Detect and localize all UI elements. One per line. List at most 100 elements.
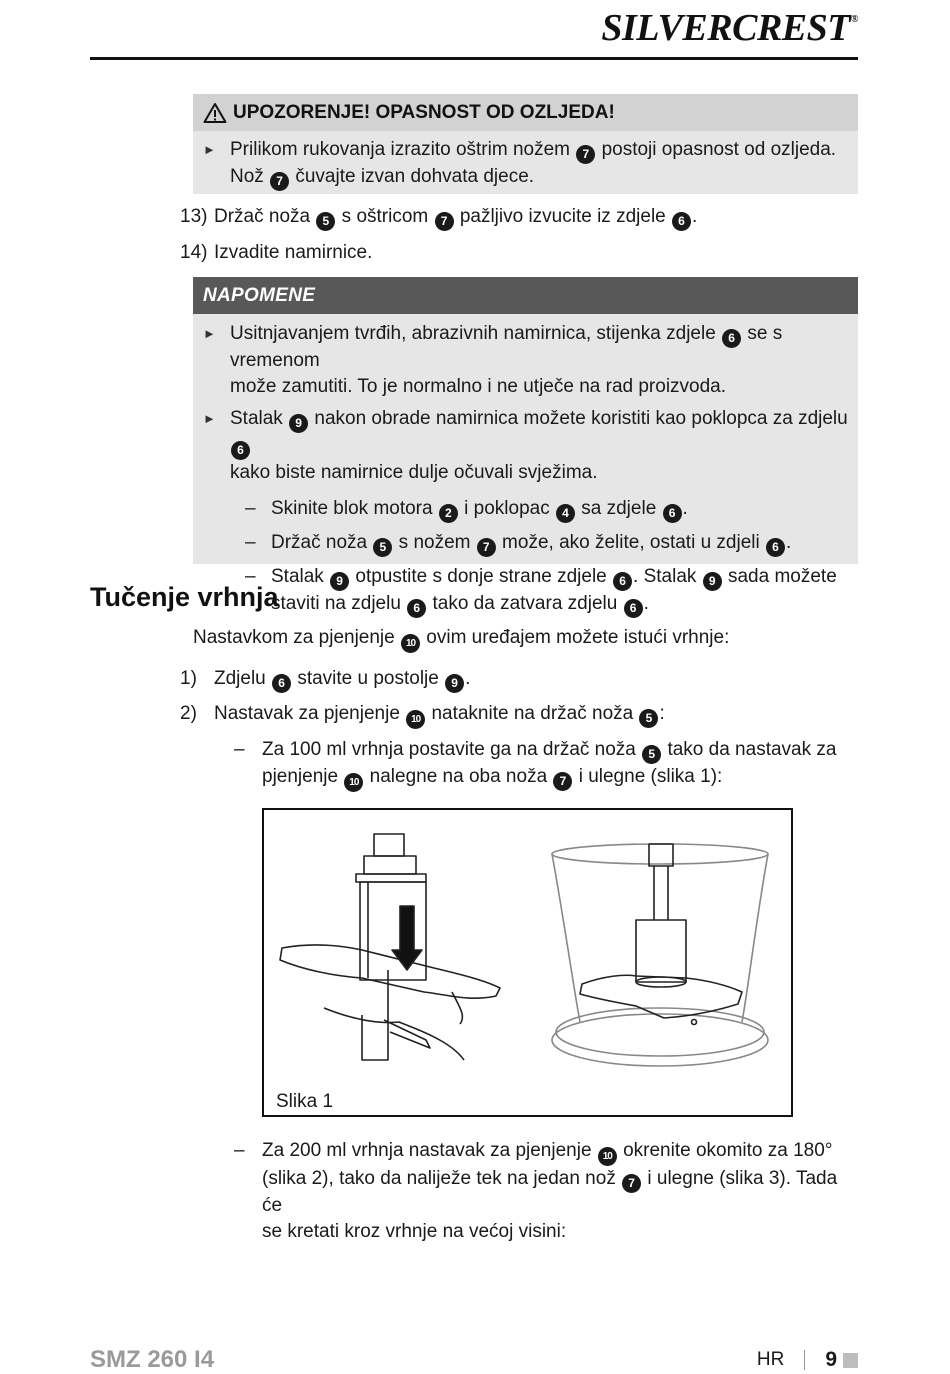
warning-triangle-icon (203, 102, 227, 123)
notes-dash-2: – Držač noža 5 s nožem 7 može, ako želit… (193, 530, 858, 557)
ref-badge: 9 (289, 414, 309, 433)
note-text: može zamutiti. To je normalno i ne utječ… (230, 376, 727, 397)
step-text: nataknite na držač noža (431, 703, 634, 724)
footer-language: HR (756, 1349, 785, 1370)
notes-title: NAPOMENE (203, 284, 316, 306)
step-text: Nastavak za pjenjenje (214, 703, 400, 724)
note-text: nakon obrade namirnica možete koristiti … (314, 408, 848, 429)
warning-header: UPOZORENJE! OPASNOST OD OZLJEDA! (193, 94, 858, 131)
figure-caption: Slika 1 (276, 1091, 334, 1112)
step-2: 2) Nastavak za pjenjenje 10 nataknite na … (180, 701, 665, 729)
ref-badge: 5 (639, 709, 659, 728)
note-text: sada možete (727, 566, 837, 587)
ref-badge: 6 (766, 538, 786, 557)
note-text: staviti na zdjelu (271, 593, 401, 614)
note-text: tako da zatvara zdjelu (432, 593, 618, 614)
warning-text: čuvajte izvan dohvata djece. (295, 166, 535, 187)
section-title: Tučenje vrhnja (90, 582, 279, 612)
ref-badge: 6 (672, 212, 692, 231)
notes-bullet-2: ► Stalak 9 nakon obrade namirnica možete… (193, 406, 858, 486)
ref-badge: 9 (702, 572, 722, 591)
ref-badge: 10 (401, 634, 420, 653)
ref-badge: 9 (445, 674, 465, 693)
note-text: Skinite blok motora (271, 498, 433, 519)
dash-marker: – (245, 532, 256, 553)
note-text: Stalak (271, 566, 324, 587)
step-text: pažljivo izvucite iz zdjele (459, 206, 666, 227)
dash-marker: – (234, 1140, 245, 1161)
step-number: 2) (180, 703, 197, 724)
bullet-arrow-icon: ► (203, 411, 216, 426)
step-text: : (659, 703, 665, 724)
ref-badge: 5 (642, 745, 662, 764)
sub-step-text: Za 100 ml vrhnja postavite ga na držač n… (262, 739, 636, 760)
ref-badge: 7 (553, 772, 573, 791)
ref-badge: 7 (434, 212, 454, 231)
step-text: s oštricom (341, 206, 429, 227)
sub-step-text: i ulegne (slika 3). Tada će (262, 1168, 838, 1216)
step-14: 14) Izvadite namirnice. (180, 240, 372, 266)
sub-step-text: nalegne na oba noža (369, 766, 548, 787)
sub-step-text: i ulegne (slika 1): (578, 766, 723, 787)
step-number: 13) (180, 206, 208, 227)
ref-badge: 2 (438, 504, 458, 523)
step-1: 1)Zdjelu 6 stavite u postolje 9. (180, 666, 470, 693)
notes-box: NAPOMENE ► Usitnjavanjem tvrđih, abraziv… (193, 277, 858, 618)
sub-step-text: pjenjenje (262, 766, 339, 787)
warning-text: Nož (230, 166, 264, 187)
ref-badge: 9 (330, 572, 350, 591)
note-text: može, ako želite, ostati u zdjeli (502, 532, 760, 553)
registered-mark: ® (851, 14, 858, 25)
sub-step-text: se kretati kroz vrhnje na većoj visini: (262, 1221, 567, 1242)
ref-badge: 10 (344, 773, 364, 792)
brand-logo: SILVERCREST® (601, 6, 858, 50)
step-text: Zdjelu (214, 668, 266, 689)
ref-badge: 7 (576, 145, 596, 164)
note-text: otpustite s donje strane zdjele (355, 566, 607, 587)
footer-page-info: HR 9 (757, 1348, 858, 1372)
ref-badge: 7 (270, 172, 290, 191)
whisk-attachment-illustration (279, 833, 769, 1067)
ref-badge: 6 (623, 599, 643, 618)
footer-model: SMZ 260 I4 (90, 1346, 215, 1373)
sub-step-100ml: – Za 100 ml vrhnja postavite ga na držač… (234, 737, 859, 792)
note-text: . (682, 498, 688, 519)
note-text: . (786, 532, 792, 553)
ref-badge: 5 (373, 538, 393, 557)
ref-badge: 10 (597, 1147, 617, 1166)
note-text: . Stalak (633, 566, 697, 587)
warning-title: UPOZORENJE! OPASNOST OD OZLJEDA! (233, 101, 615, 123)
step-text: Izvadite namirnice. (214, 242, 373, 263)
warning-box: UPOZORENJE! OPASNOST OD OZLJEDA! ► Prili… (193, 94, 858, 194)
ref-badge: 6 (662, 504, 682, 523)
intro-text: Nastavkom za pjenjenje (193, 627, 395, 648)
note-text: s nožem (398, 532, 471, 553)
step-13: 13) Držač noža 5 s oštricom 7 pažljivo iz… (180, 204, 697, 231)
warning-bullet: ► Prilikom rukovanja izrazito oštrim nož… (193, 137, 858, 191)
sub-step-text: okrenite okomito za 180° (623, 1140, 833, 1161)
page-number: 9 (825, 1348, 837, 1371)
note-text: Držač noža (271, 532, 368, 553)
step-text: Držač noža (214, 206, 311, 227)
sub-step-text: Za 200 ml vrhnja nastavak za pjenjenje (262, 1140, 592, 1161)
footer-divider (804, 1350, 806, 1370)
notes-bullet-1: ► Usitnjavanjem tvrđih, abrazivnih namir… (193, 321, 858, 400)
notes-header: NAPOMENE (193, 277, 858, 314)
warning-text: Prilikom rukovanja izrazito oštrim nožem (230, 139, 570, 160)
ref-badge: 7 (476, 538, 496, 557)
note-text: se s vremenom (230, 323, 783, 371)
step-number: 14) (180, 242, 208, 263)
bullet-arrow-icon: ► (203, 142, 216, 157)
ref-badge: 6 (231, 441, 250, 460)
sub-step-text: tako da nastavak za (667, 739, 837, 760)
ref-badge: 6 (722, 329, 742, 348)
notes-dash-3: – Stalak 9 otpustite s donje strane zdje… (193, 564, 858, 618)
note-text: Usitnjavanjem tvrđih, abrazivnih namirni… (230, 323, 716, 344)
step-text: . (465, 668, 471, 689)
dash-marker: – (245, 498, 256, 519)
ref-badge: 4 (555, 504, 575, 523)
ref-badge: 10 (406, 710, 426, 729)
ref-badge: 6 (272, 674, 292, 693)
ref-badge: 5 (316, 212, 336, 231)
sub-step-200ml: – Za 200 ml vrhnja nastavak za pjenjenje… (234, 1138, 859, 1245)
